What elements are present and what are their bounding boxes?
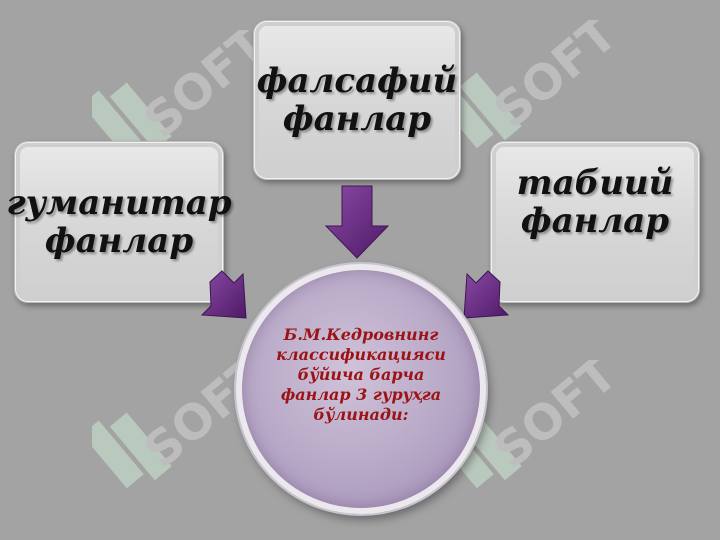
- watermark-logo-bottom-left: SOFT: [81, 346, 292, 534]
- box-natural-label: табиий фанлар: [516, 163, 674, 241]
- arrow-down-icon: [324, 185, 390, 259]
- box-natural: табиий фанлар: [490, 141, 700, 303]
- arrow-down-left-icon: [463, 270, 510, 319]
- box-philosophy: фалсафий фанлар: [253, 20, 461, 180]
- box-humanities-label: гуманитар фанлар: [6, 183, 232, 261]
- center-circle-text: Б.М.Кедровнинг классификацияси бўйича ба…: [276, 325, 446, 424]
- box-humanities: гуманитар фанлар: [6, 141, 232, 303]
- box-philosophy-label: фалсафий фанлар: [256, 61, 458, 139]
- arrow-down-right-icon: [200, 270, 247, 319]
- center-circle: Б.М.Кедровнинг классификацияси бўйича ба…: [236, 264, 486, 514]
